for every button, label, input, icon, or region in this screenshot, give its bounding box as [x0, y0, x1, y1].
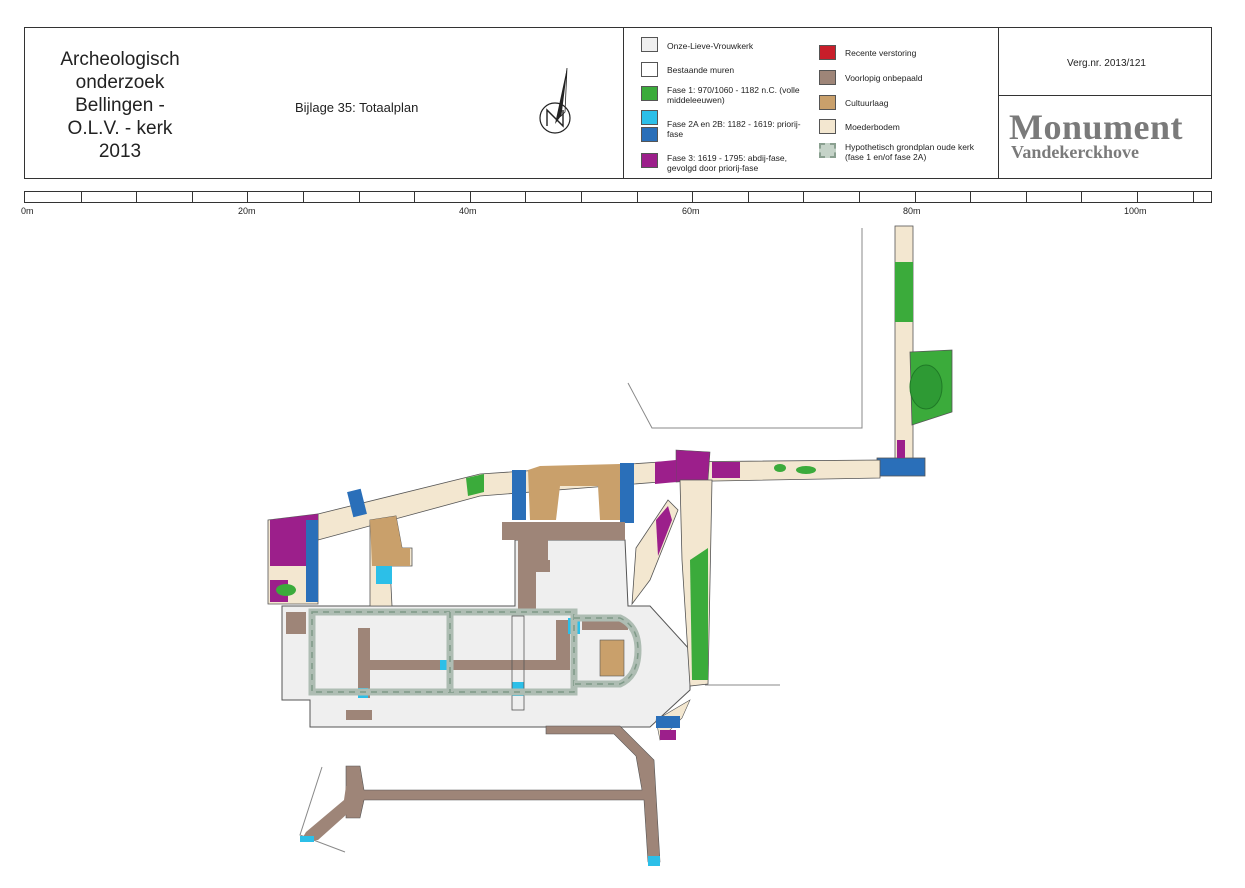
- scale-label: 40m: [459, 206, 477, 216]
- legend-label-walls: Bestaande muren: [667, 65, 735, 75]
- legend-swatch-hypothetisch: [819, 143, 836, 158]
- title-block: Archeologisch onderzoek Bellingen - O.L.…: [24, 27, 1212, 179]
- title-line: Bellingen -: [75, 95, 165, 116]
- divider: [999, 95, 1211, 96]
- legend-label-fase2: Fase 2A en 2B: 1182 - 1619: priorij-fase: [667, 119, 801, 139]
- church-features: [286, 522, 628, 720]
- legend-swatch-church: [641, 37, 658, 52]
- trench-east: [876, 225, 953, 477]
- legend-swatch-fase2a: [641, 110, 658, 125]
- scale-label: 20m: [238, 206, 256, 216]
- church-footprint: [281, 539, 691, 728]
- divider: [623, 28, 624, 178]
- title-line: onderzoek: [75, 72, 165, 93]
- legend-label-voorlopig: Voorlopig onbepaald: [845, 73, 923, 83]
- company-logo: Monument: [1009, 107, 1183, 147]
- scale-bar: [24, 191, 1212, 203]
- legend-swatch-voorlopig: [819, 70, 836, 85]
- title-line: 2013: [98, 141, 142, 162]
- northwest-room: [267, 513, 319, 605]
- trench-south: [300, 699, 691, 866]
- legend-label-hypothetisch: Hypothetisch grondplan oude kerk (fase 1…: [845, 142, 974, 162]
- legend-label-fase3: Fase 3: 1619 - 1795: abdij-fase, gevolgd…: [667, 153, 788, 173]
- divider: [998, 28, 999, 178]
- legend-label-fase1: Fase 1: 970/1060 - 1182 n.C. (volle midd…: [667, 85, 800, 105]
- legend-label-church: Onze-Lieve-Vrouwkerk: [667, 41, 754, 51]
- hypothetical-church-plan: [308, 608, 642, 696]
- legend-label-moederbodem: Moederbodem: [845, 122, 900, 132]
- existing-walls: [299, 228, 863, 853]
- title-line: O.L.V. - kerk: [67, 118, 173, 139]
- legend-swatch-cultuurlaag: [819, 95, 836, 110]
- legend-swatch-walls: [641, 62, 658, 77]
- legend-swatch-fase3: [641, 153, 658, 168]
- scale-label: 60m: [682, 206, 700, 216]
- trench-middle: [369, 515, 413, 607]
- map-subtitle: Bijlage 35: Totaalplan: [295, 100, 419, 115]
- company-logo-sub: Vandekerckhove: [1011, 142, 1140, 162]
- scale-label: 0m: [21, 206, 34, 216]
- north-arrow-icon: [539, 67, 571, 134]
- trench-east-diagonal: [631, 479, 713, 687]
- legend-swatch-fase1: [641, 86, 658, 101]
- trench-north: [317, 449, 881, 541]
- legend-swatch-recent: [819, 45, 836, 60]
- legend-label-recent: Recente verstoring: [845, 48, 917, 58]
- scale-label: 100m: [1124, 206, 1147, 216]
- map-title: Archeologisch onderzoek Bellingen - O.L.…: [25, 48, 215, 163]
- scale-label: 80m: [903, 206, 921, 216]
- legend-swatch-moederbodem: [819, 119, 836, 134]
- title-line: Archeologisch: [60, 49, 180, 70]
- legend-label-cultuurlaag: Cultuurlaag: [845, 98, 889, 108]
- legend-swatch-fase2b: [641, 127, 658, 142]
- reference-number: Verg.nr. 2013/121: [1067, 58, 1146, 69]
